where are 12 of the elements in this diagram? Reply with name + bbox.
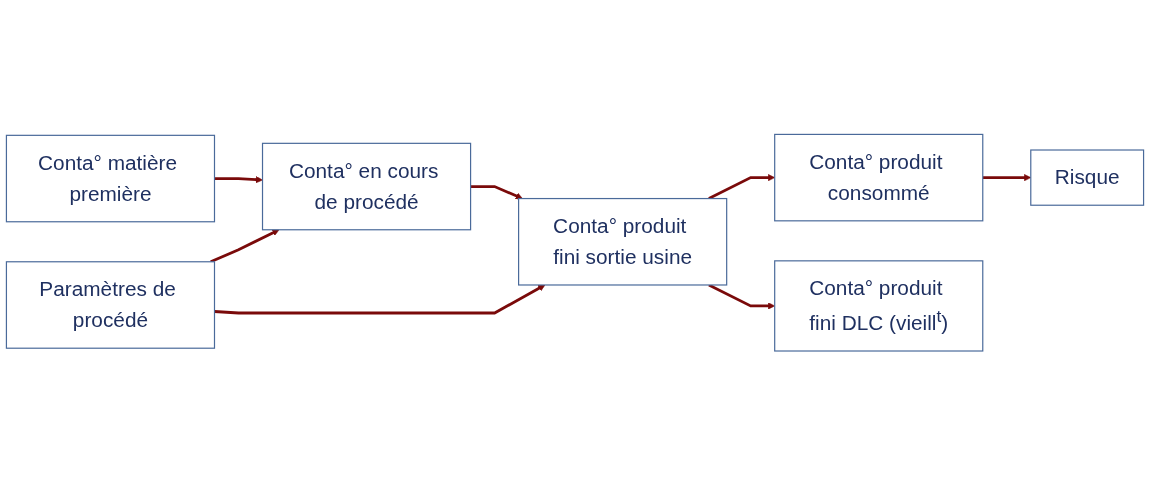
node-box: Conta° produit consommé [774,134,984,222]
node-box: Conta° produit fini sortie usine [518,198,728,286]
node-box: Risque [1030,149,1145,207]
arrow [214,284,546,315]
arrow [708,284,775,310]
node-box: Conta° en cours de procédé [261,143,472,231]
node-box: Paramètres de procédé [5,261,216,350]
arrow [470,185,523,200]
arrow [214,176,263,184]
node-box: Conta° produit fini DLC (vieill$^{t}$) [774,260,984,352]
arrow [210,229,280,264]
node-box: Conta° matière première [5,135,216,223]
